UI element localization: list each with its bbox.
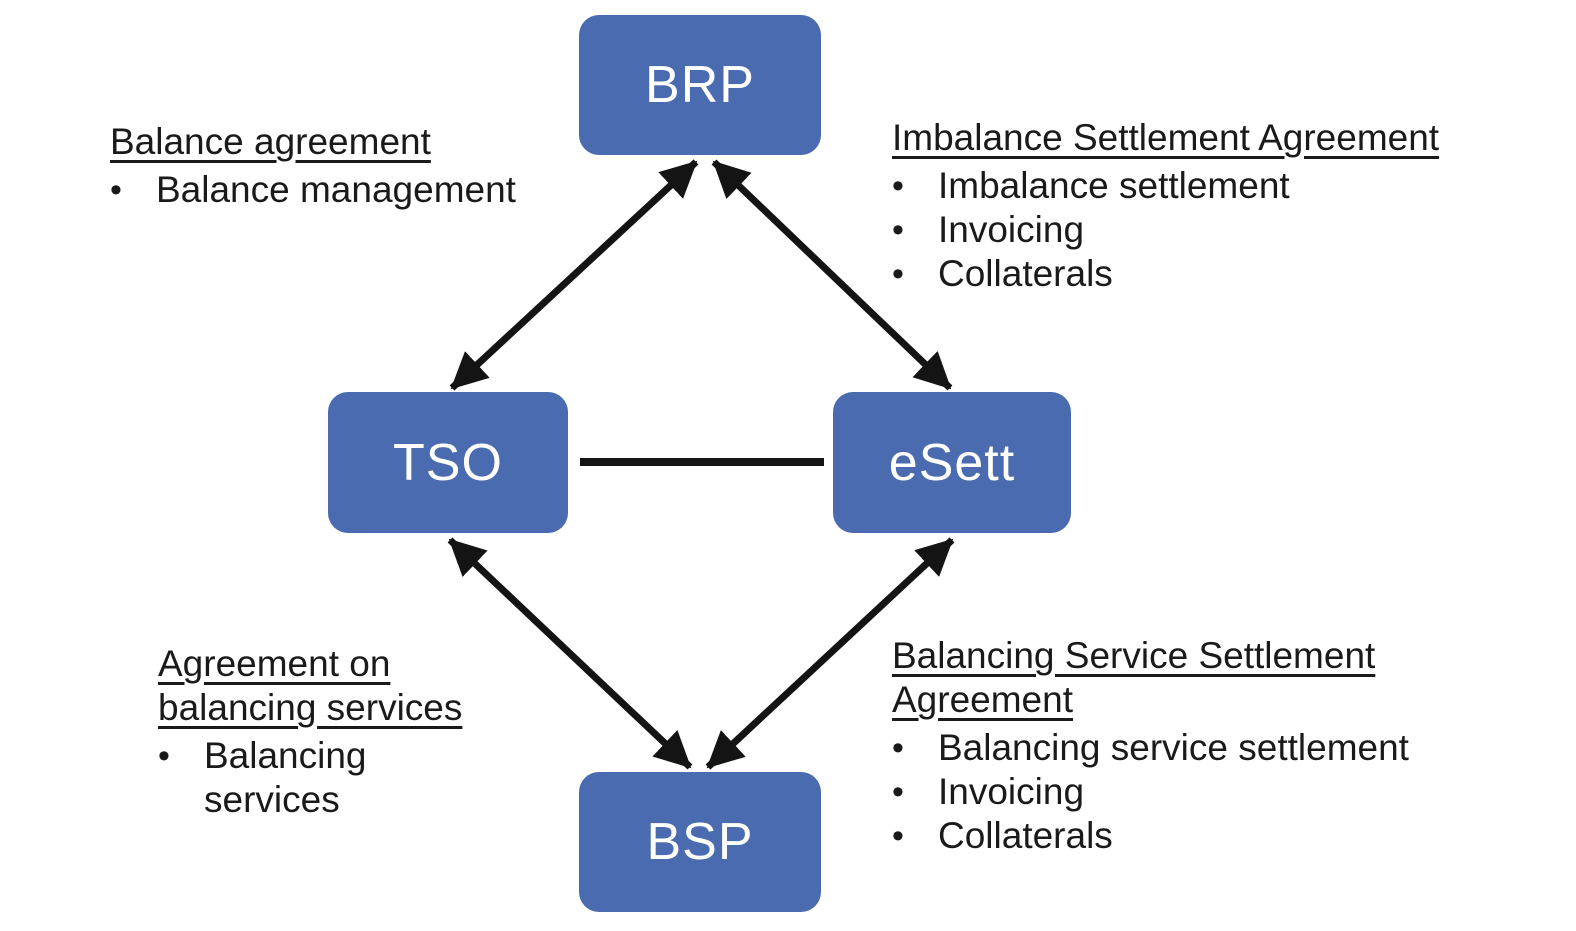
node-bsp: BSP <box>579 772 821 912</box>
bullet-item: Balancing service settlement <box>892 726 1552 770</box>
annotation-imbalance-settlement-agreement-title: Imbalance Settlement Agreement <box>892 117 1440 158</box>
bullet-item: Invoicing <box>892 208 1512 252</box>
node-bsp-label: BSP <box>646 813 754 871</box>
annotation-balancing-service-settlement-agreement: Balancing Service Settlement Agreement B… <box>892 634 1552 858</box>
node-brp-label: BRP <box>645 56 755 114</box>
bullet-item: Imbalance settlement <box>892 164 1512 208</box>
annotation-balance-agreement-bullets: Balance management <box>110 168 590 212</box>
bullet-item: Balancing services <box>158 734 493 822</box>
node-tso: TSO <box>328 392 568 533</box>
bullet-item: Balance management <box>110 168 590 212</box>
connector-esett-bsp <box>705 537 955 770</box>
annotation-agreement-on-balancing-services-title: Agreement on balancing services <box>158 643 463 728</box>
node-esett: eSett <box>833 392 1071 533</box>
annotation-imbalance-settlement-agreement-bullets: Imbalance settlement Invoicing Collatera… <box>892 164 1512 296</box>
annotation-imbalance-settlement-agreement: Imbalance Settlement Agreement Imbalance… <box>892 116 1512 296</box>
annotation-balancing-service-settlement-agreement-title: Balancing Service Settlement Agreement <box>892 635 1376 720</box>
connector-brp-esett <box>711 159 953 391</box>
connector-tso-bsp <box>447 537 693 770</box>
annotation-agreement-on-balancing-services-bullets: Balancing services <box>158 734 493 822</box>
connector-brp-tso <box>449 159 699 391</box>
annotation-agreement-on-balancing-services: Agreement on balancing services Balancin… <box>158 642 493 822</box>
node-brp: BRP <box>579 15 821 155</box>
bullet-item: Collaterals <box>892 814 1552 858</box>
bullet-item: Collaterals <box>892 252 1512 296</box>
annotation-balance-agreement: Balance agreement Balance management <box>110 120 590 212</box>
node-tso-label: TSO <box>393 433 503 492</box>
bullet-item: Invoicing <box>892 770 1552 814</box>
node-esett-label: eSett <box>888 433 1016 492</box>
annotation-balance-agreement-title: Balance agreement <box>110 121 431 162</box>
annotation-balancing-service-settlement-agreement-bullets: Balancing service settlement Invoicing C… <box>892 726 1552 858</box>
